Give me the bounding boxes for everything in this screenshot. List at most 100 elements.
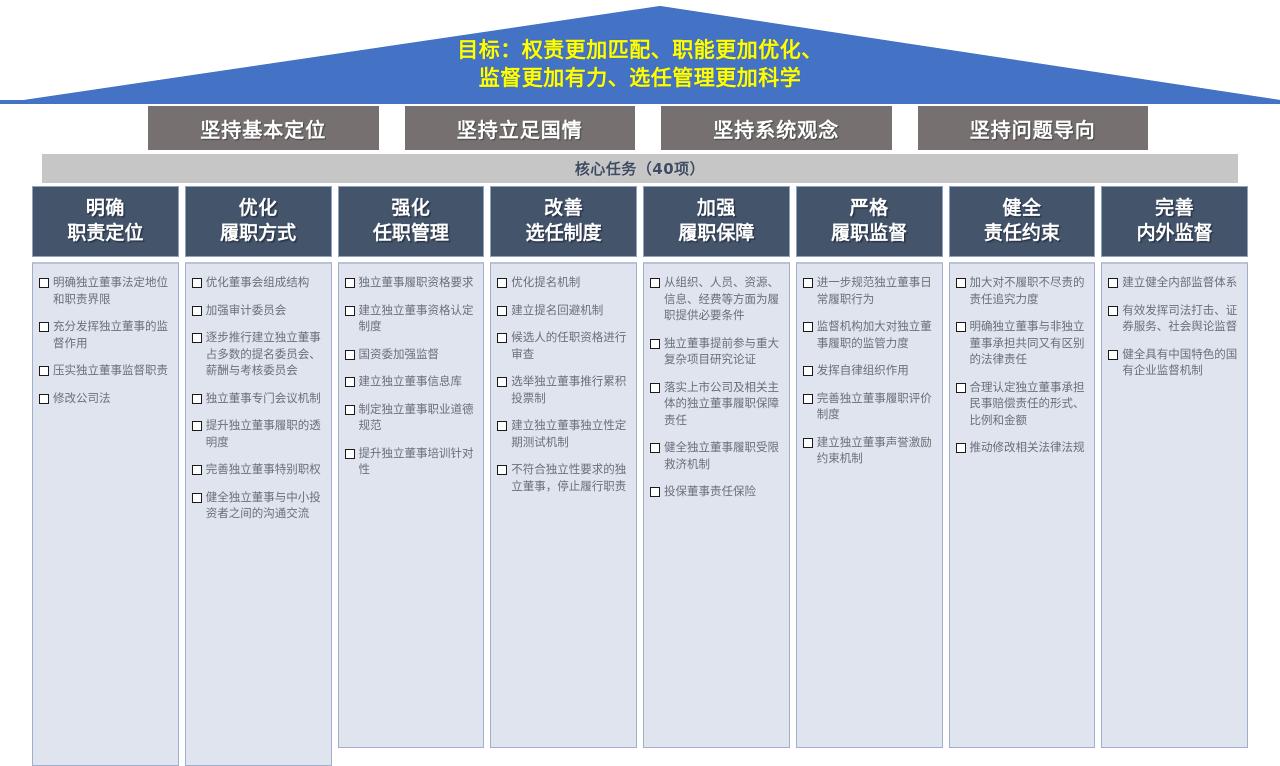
task-label: 加强审计委员会 xyxy=(205,302,287,317)
roof-shape: 目标：权责更加匹配、职能更加优化、 监督更加有力、选任管理更加科学 xyxy=(0,0,1280,104)
pillar-3-header-line-2: 任职管理 xyxy=(372,222,449,244)
task-item: 健全具有中国特色的国有企业监督机制 xyxy=(1108,346,1240,379)
checkbox-icon xyxy=(39,393,49,404)
pillar-4-task-list: 优化提名机制 建立提名回避机制 候选人的任职资格进行审查 选举独立董事推行累积投… xyxy=(490,262,637,748)
task-item: 推动修改相关法律法规 xyxy=(955,439,1088,456)
principle-bar-1: 坚持基本定位 xyxy=(148,106,379,150)
checkbox-icon xyxy=(191,333,202,343)
task-item: 加大对不履职不尽责的责任追究力度 xyxy=(955,274,1088,307)
task-label: 压实独立董事监督职责 xyxy=(53,363,168,377)
checkbox-icon xyxy=(955,278,966,288)
checkbox-icon xyxy=(191,278,202,288)
task-item: 优化董事会组成结构 xyxy=(191,274,324,291)
task-item: 建立独立董事声誉激励约束机制 xyxy=(802,434,935,467)
task-label: 优化董事会组成结构 xyxy=(205,275,310,289)
task-item: 建立健全内部监督体系 xyxy=(1108,274,1240,291)
task-item: 候选人的任职资格进行审查 xyxy=(497,329,629,362)
checkbox-icon xyxy=(344,448,355,459)
task-label: 健全具有中国特色的国有企业监督机制 xyxy=(1122,346,1238,378)
checkbox-icon xyxy=(344,305,355,316)
pillar-1: 明确 职责定位 明确独立董事法定地位和职责界限 充分发挥独立董事的监督作用 压实… xyxy=(32,186,179,766)
task-item: 提升独立董事培训针对性 xyxy=(344,445,477,478)
pillar-6-task-list: 进一步规范独立董事日常履职行为 监督机构加大对独立董事履职的监管力度 发挥自律组… xyxy=(795,262,943,748)
pillar-6-header-line-1: 严格 xyxy=(849,197,889,219)
task-item: 制定独立董事职业道德规范 xyxy=(344,401,477,434)
goal-line-1: 目标：权责更加匹配、职能更加优化、 xyxy=(457,38,823,62)
pillar-2-header-line-1: 优化 xyxy=(238,197,278,219)
checkbox-icon xyxy=(344,377,355,387)
task-item: 充分发挥独立董事的监督作用 xyxy=(39,318,171,351)
checkbox-icon xyxy=(39,322,49,332)
pillar-1-task-list: 明确独立董事法定地位和职责界限 充分发挥独立董事的监督作用 压实独立董事监督职责… xyxy=(32,262,179,766)
task-item: 选举独立董事推行累积投票制 xyxy=(497,373,629,406)
pillar-3-header: 强化 任职管理 xyxy=(337,186,485,257)
checkbox-icon xyxy=(344,349,355,360)
task-label: 建立独立董事资格认定制度 xyxy=(358,302,474,334)
goal-line-2: 监督更加有力、选任管理更加科学 xyxy=(478,66,802,90)
pillar-7: 健全 责任约束 加大对不履职不尽责的责任追究力度 明确独立董事与非独立董事承担共… xyxy=(948,186,1096,748)
task-label: 提升独立董事履职的透明度 xyxy=(205,418,321,449)
principle-bar-2: 坚持立足国情 xyxy=(404,106,635,150)
pillar-6-header: 严格 履职监督 xyxy=(795,186,943,257)
checkbox-icon xyxy=(39,278,49,288)
checkbox-icon xyxy=(1108,349,1119,360)
principle-bar-3: 坚持系统观念 xyxy=(661,106,892,150)
task-item: 建立独立董事资格认定制度 xyxy=(344,302,477,335)
pillar-1-header-line-1: 明确 xyxy=(85,197,125,219)
pillar-3-task-list: 独立董事履职资格要求 建立独立董事资格认定制度 国资委加强监督 建立独立董事信息… xyxy=(337,262,485,748)
task-label: 健全独立董事与中小投资者之间的沟通交流 xyxy=(205,489,321,521)
pillar-1-header: 明确 职责定位 xyxy=(32,186,179,257)
task-item: 修改公司法 xyxy=(39,390,171,407)
goal-text: 目标：权责更加匹配、职能更加优化、 监督更加有力、选任管理更加科学 xyxy=(0,36,1280,92)
pillar-6: 严格 履职监督 进一步规范独立董事日常履职行为 监督机构加大对独立董事履职的监管… xyxy=(795,186,943,748)
checkbox-icon xyxy=(39,366,49,376)
checkbox-icon xyxy=(802,278,813,288)
task-label: 制定独立董事职业道德规范 xyxy=(358,401,474,433)
pillar-5-header-line-2: 履职保障 xyxy=(678,222,755,244)
task-item: 独立董事提前参与重大复杂项目研究论证 xyxy=(650,335,782,368)
task-item: 健全独立董事履职受限救济机制 xyxy=(650,439,782,472)
checkbox-icon xyxy=(802,437,813,448)
checkbox-icon xyxy=(955,443,966,453)
checkbox-icon xyxy=(191,393,202,404)
pillar-7-header-line-1: 健全 xyxy=(1002,197,1042,219)
pillar-8: 完善 内外监督 建立健全内部监督体系 有效发挥司法打击、证券服务、社会舆论监督 … xyxy=(1101,186,1248,748)
pillar-4-header-line-2: 选任制度 xyxy=(525,222,602,244)
checkbox-icon xyxy=(802,393,813,404)
checkbox-icon xyxy=(497,465,508,475)
pillar-5-header: 加强 履职保障 xyxy=(643,186,790,257)
task-item: 进一步规范独立董事日常履职行为 xyxy=(802,274,935,307)
task-label: 不符合独立性要求的独立董事，停止履行职责 xyxy=(511,462,627,493)
pillars-row: 明确 职责定位 明确独立董事法定地位和职责界限 充分发挥独立董事的监督作用 压实… xyxy=(32,186,1248,766)
task-label: 完善独立董事履职评价制度 xyxy=(816,390,932,422)
task-label: 投保董事责任保险 xyxy=(664,484,756,498)
task-label: 落实上市公司及相关主体的独立董事履职保障责任 xyxy=(664,379,779,427)
task-item: 完善独立董事履职评价制度 xyxy=(802,390,935,423)
task-item: 不符合独立性要求的独立董事，停止履行职责 xyxy=(497,461,629,494)
task-label: 建立提名回避机制 xyxy=(511,302,604,317)
task-item: 逐步推行建立独立董事占多数的提名委员会、薪酬与考核委员会 xyxy=(191,329,324,379)
task-item: 发挥自律组织作用 xyxy=(802,362,935,379)
pillar-7-header-line-2: 责任约束 xyxy=(983,222,1060,244)
task-item: 优化提名机制 xyxy=(497,274,629,291)
pillar-2-task-list: 优化董事会组成结构 加强审计委员会 逐步推行建立独立董事占多数的提名委员会、薪酬… xyxy=(184,262,332,766)
task-item: 落实上市公司及相关主体的独立董事履职保障责任 xyxy=(650,379,782,429)
checkbox-icon xyxy=(497,305,508,316)
roof-triangle-icon xyxy=(0,6,1280,104)
task-item: 提升独立董事履职的透明度 xyxy=(191,417,324,450)
checkbox-icon xyxy=(344,278,355,288)
checkbox-icon xyxy=(650,443,660,453)
task-item: 独立董事履职资格要求 xyxy=(344,274,477,291)
task-item: 建立独立董事信息库 xyxy=(344,373,477,390)
checkbox-icon xyxy=(497,278,508,288)
task-label: 独立董事提前参与重大复杂项目研究论证 xyxy=(664,335,779,367)
checkbox-icon xyxy=(191,465,202,475)
task-label: 提升独立董事培训针对性 xyxy=(358,445,474,477)
task-label: 推动修改相关法律法规 xyxy=(969,440,1085,454)
core-task-band: 核心任务（40项） xyxy=(42,154,1238,183)
task-label: 充分发挥独立董事的监督作用 xyxy=(53,319,168,350)
task-item: 加强审计委员会 xyxy=(191,302,324,319)
task-label: 明确独立董事与非独立董事承担共同又有区别的法律责任 xyxy=(969,319,1085,366)
task-label: 明确独立董事法定地位和职责界限 xyxy=(53,275,168,306)
pillar-5: 加强 履职保障 从组织、人员、资源、信息、经费等方面为履职提供必要条件 独立董事… xyxy=(643,186,790,748)
